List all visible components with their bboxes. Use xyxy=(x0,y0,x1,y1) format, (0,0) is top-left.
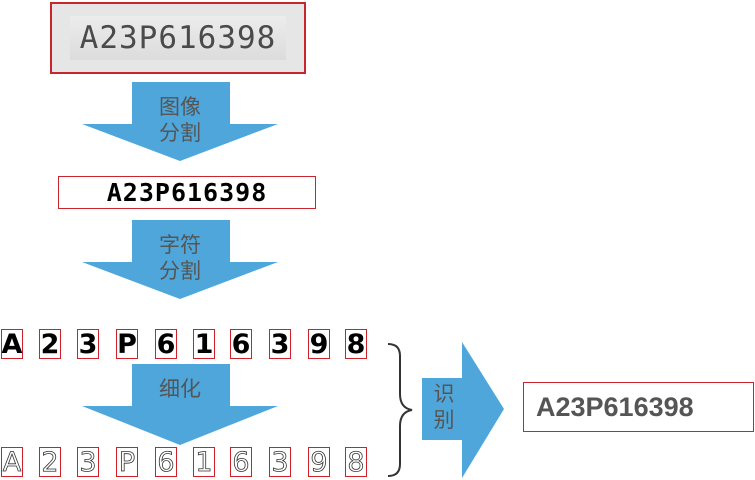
thinned-characters-row: A 2 3 P 6 1 6 3 9 8 xyxy=(0,447,380,479)
char-box: 6 xyxy=(155,328,177,360)
thinned-char-box: 6 xyxy=(230,447,252,477)
segmented-plate-image: A23P616398 xyxy=(58,176,316,209)
thinned-char-box: 3 xyxy=(77,447,99,477)
thinned-char-box: A xyxy=(1,446,23,478)
char-segmentation-label-line2: 分割 xyxy=(159,259,201,283)
segmented-characters-row: A 2 3 P 6 1 6 3 9 8 xyxy=(0,329,380,361)
original-plate-image: A23P616398 xyxy=(50,2,306,74)
original-plate-text: A23P616398 xyxy=(69,16,287,60)
char-box: 3 xyxy=(77,328,99,360)
image-segmentation-label: 图像 分割 xyxy=(130,94,230,146)
char-box: 9 xyxy=(308,328,330,360)
thinned-char-box: 3 xyxy=(269,447,291,477)
image-segmentation-label-line1: 图像 xyxy=(159,95,201,119)
recognition-label: 识 别 xyxy=(424,381,464,433)
thinned-char-box: 1 xyxy=(193,447,215,477)
char-box: 8 xyxy=(345,328,367,360)
recognition-label-line2: 别 xyxy=(433,408,455,432)
grouping-brace xyxy=(387,343,413,477)
thinned-char-box: 9 xyxy=(308,447,330,477)
thinning-label-line1: 细化 xyxy=(159,377,201,401)
image-segmentation-arrow xyxy=(82,82,278,161)
thinned-char-box: 6 xyxy=(155,447,177,477)
thinned-char-box: 8 xyxy=(345,447,367,477)
char-box: P xyxy=(116,328,138,360)
recognition-label-line1: 识 xyxy=(433,382,455,406)
char-box: A xyxy=(1,328,23,360)
thinned-char-box: P xyxy=(116,447,138,477)
char-segmentation-label: 字符 分割 xyxy=(130,232,230,284)
char-box: 2 xyxy=(39,328,61,360)
recognition-arrow xyxy=(422,342,504,478)
thinned-char-box: 2 xyxy=(39,447,61,477)
char-box: 6 xyxy=(230,328,252,360)
image-segmentation-label-line2: 分割 xyxy=(159,121,201,145)
thinning-arrow xyxy=(82,364,278,445)
segmented-plate-text: A23P616398 xyxy=(106,178,268,207)
char-box: 3 xyxy=(269,328,291,360)
thinning-label: 细化 xyxy=(130,376,230,402)
char-segmentation-arrow xyxy=(82,220,278,299)
char-segmentation-label-line1: 字符 xyxy=(159,233,201,257)
char-box: 1 xyxy=(193,328,215,360)
recognition-result-box: A23P616398 xyxy=(523,382,754,432)
recognition-result-text: A23P616398 xyxy=(536,391,694,422)
